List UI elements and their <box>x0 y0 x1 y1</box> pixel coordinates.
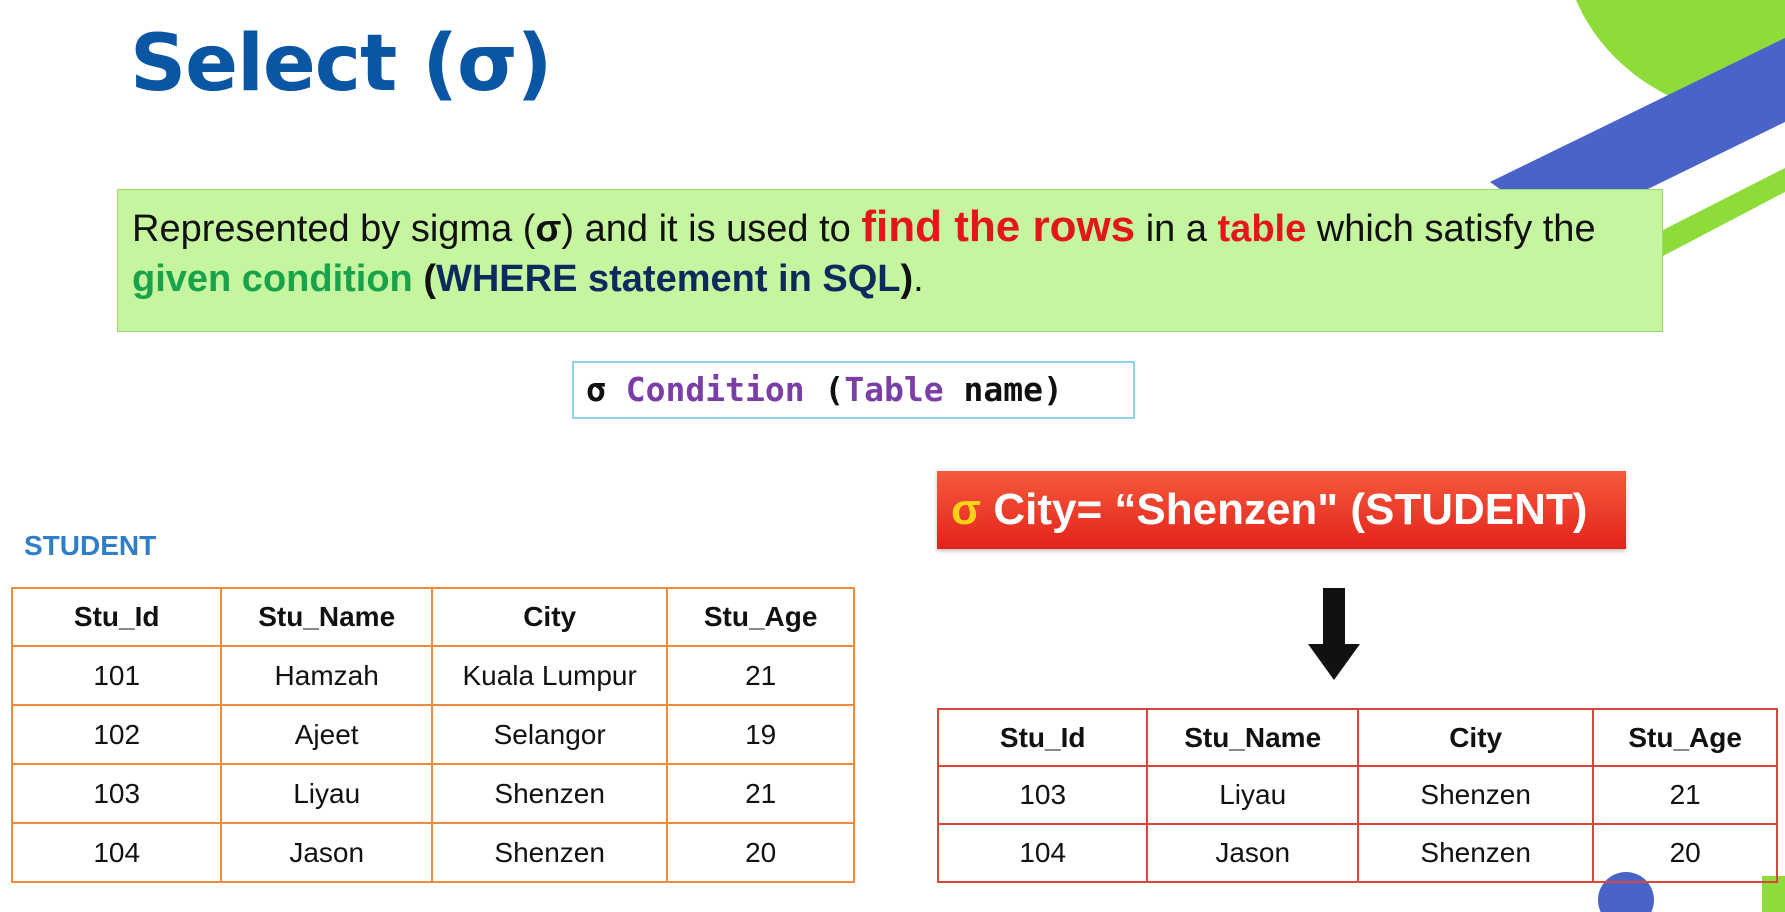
syntax-rest: name) <box>943 370 1063 409</box>
cell-city: Shenzen <box>430 763 669 824</box>
definition-text-1: Represented by sigma ( <box>132 208 536 250</box>
definition-highlight-find-rows: find the rows <box>861 202 1136 251</box>
page-title: Select (σ) <box>130 19 552 109</box>
cell-stu-name: Liyau <box>1146 765 1359 825</box>
cell-stu-name: Hamzah <box>220 645 433 706</box>
cell-stu-id: 101 <box>10 645 223 706</box>
table-row: 103 Liyau Shenzen 21 <box>936 765 1778 825</box>
query-text: City= “Shenzen" (STUDENT) <box>981 485 1588 534</box>
definition-text-5: ( <box>412 258 436 300</box>
cell-stu-name: Jason <box>1146 823 1359 883</box>
header-stu-age: Stu_Age <box>1592 708 1778 767</box>
query-banner: σ City= “Shenzen" (STUDENT) <box>937 471 1626 549</box>
cell-stu-id: 103 <box>10 763 223 824</box>
header-stu-name: Stu_Name <box>220 587 433 647</box>
header-city: City <box>1356 708 1595 767</box>
down-arrow-shaft <box>1323 588 1345 646</box>
cell-city: Kuala Lumpur <box>430 645 669 706</box>
cell-city: Selangor <box>430 704 669 765</box>
cell-stu-age: 19 <box>666 704 855 765</box>
cell-stu-name: Ajeet <box>220 704 433 765</box>
table-header-row: Stu_Id Stu_Name City Stu_Age <box>936 708 1778 767</box>
student-table: Stu_Id Stu_Name City Stu_Age 101 Hamzah … <box>10 587 855 883</box>
cell-stu-age: 21 <box>1592 765 1778 825</box>
definition-text-7: . <box>913 258 924 300</box>
cell-stu-age: 20 <box>1592 823 1778 883</box>
definition-text-3: in a <box>1135 208 1218 250</box>
result-table: Stu_Id Stu_Name City Stu_Age 103 Liyau S… <box>936 708 1778 883</box>
cell-city: Shenzen <box>1356 823 1595 883</box>
definition-text-2: ) and it is used to <box>561 208 862 250</box>
table-row: 101 Hamzah Kuala Lumpur 21 <box>10 645 855 706</box>
cell-city: Shenzen <box>1356 765 1595 825</box>
green-circle-shape <box>1576 0 1785 119</box>
down-arrow-head <box>1308 644 1360 680</box>
header-stu-age: Stu_Age <box>666 587 855 647</box>
table-row: 102 Ajeet Selangor 19 <box>10 704 855 765</box>
table-row: 104 Jason Shenzen 20 <box>936 823 1778 883</box>
cell-city: Shenzen <box>430 822 669 883</box>
cell-stu-id: 104 <box>936 823 1149 883</box>
definition-text-6: ) <box>900 258 914 300</box>
cell-stu-name: Jason <box>220 822 433 883</box>
query-sigma: σ <box>951 485 982 534</box>
syntax-open: ( <box>804 370 845 409</box>
header-city: City <box>430 587 669 647</box>
syntax-condition: Condition <box>625 370 805 409</box>
cell-stu-age: 21 <box>666 645 855 706</box>
cell-stu-age: 20 <box>666 822 855 883</box>
definition-box: Represented by sigma (σ) and it is used … <box>117 189 1663 332</box>
cell-stu-id: 102 <box>10 704 223 765</box>
cell-stu-age: 21 <box>666 763 855 824</box>
cell-stu-id: 104 <box>10 822 223 883</box>
definition-sigma: σ <box>535 208 562 250</box>
header-stu-name: Stu_Name <box>1146 708 1359 767</box>
definition-highlight-where: WHERE statement in SQL <box>436 258 901 300</box>
header-stu-id: Stu_Id <box>936 708 1149 767</box>
syntax-table: Table <box>844 370 944 409</box>
cell-stu-id: 103 <box>936 765 1149 825</box>
header-stu-id: Stu_Id <box>10 587 223 647</box>
syntax-sigma: σ <box>586 370 606 409</box>
student-table-label: STUDENT <box>24 530 157 561</box>
green-stripe-shape <box>1663 168 1785 256</box>
table-row: 103 Liyau Shenzen 21 <box>10 763 855 824</box>
table-row: 104 Jason Shenzen 20 <box>10 822 855 883</box>
definition-highlight-table: table <box>1217 208 1307 250</box>
definition-highlight-condition: given condition <box>132 258 413 300</box>
definition-text-4: which satisfy the <box>1306 208 1596 250</box>
syntax-box: σ Condition (Table name) <box>572 361 1135 419</box>
cell-stu-name: Liyau <box>220 763 433 824</box>
table-header-row: Stu_Id Stu_Name City Stu_Age <box>10 587 855 647</box>
